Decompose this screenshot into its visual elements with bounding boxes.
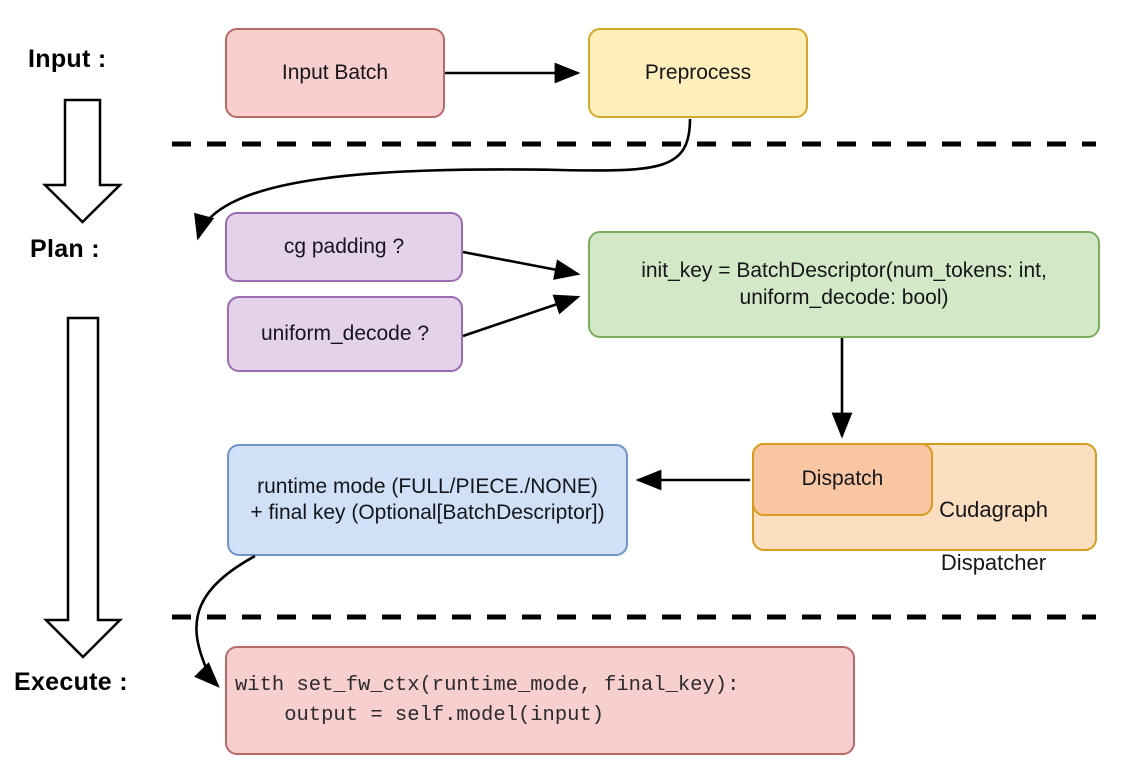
plan-to-execute-block-arrow (42, 316, 124, 659)
input-to-plan-block-arrow (41, 98, 124, 224)
node-runtime-mode[interactable]: runtime mode (FULL/PIECE./NONE) + final … (227, 444, 628, 556)
arrow-uniform-decode-to-init-key (462, 294, 581, 338)
node-runtime-mode-line2: + final key (Optional[BatchDescriptor]) (250, 501, 605, 524)
node-execute-code-line1: with set_fw_ctx(runtime_mode, final_key)… (235, 673, 740, 697)
node-input-batch[interactable]: Input Batch (225, 28, 445, 118)
node-init-key-line2: uniform_decode: bool) (739, 285, 949, 309)
node-init-key-line1: init_key = BatchDescriptor(num_tokens: i… (641, 259, 1047, 283)
node-cudagraph-dispatcher-label: Cudagraph Dispatcher (906, 471, 1081, 603)
stage-label-input: Input : (28, 45, 107, 73)
node-cudagraph-dispatcher-line1: Cudagraph (939, 497, 1048, 523)
stage-label-execute: Execute : (14, 668, 128, 696)
node-execute-code[interactable]: with set_fw_ctx(runtime_mode, final_key)… (225, 646, 855, 755)
node-cg-padding[interactable]: cg padding ? (225, 212, 463, 282)
node-dispatch[interactable]: Dispatch (752, 443, 933, 516)
node-init-key[interactable]: init_key = BatchDescriptor(num_tokens: i… (588, 231, 1100, 338)
node-preprocess[interactable]: Preprocess (588, 28, 808, 118)
stage-label-plan: Plan : (30, 235, 100, 263)
arrow-cg-padding-to-init-key (462, 250, 581, 280)
node-runtime-mode-line1: runtime mode (FULL/PIECE./NONE) (257, 474, 598, 498)
node-cudagraph-dispatcher-line2: Dispatcher (940, 550, 1047, 576)
node-uniform-decode[interactable]: uniform_decode ? (227, 296, 463, 372)
node-execute-code-line2: output = self.model(input) (235, 703, 605, 727)
